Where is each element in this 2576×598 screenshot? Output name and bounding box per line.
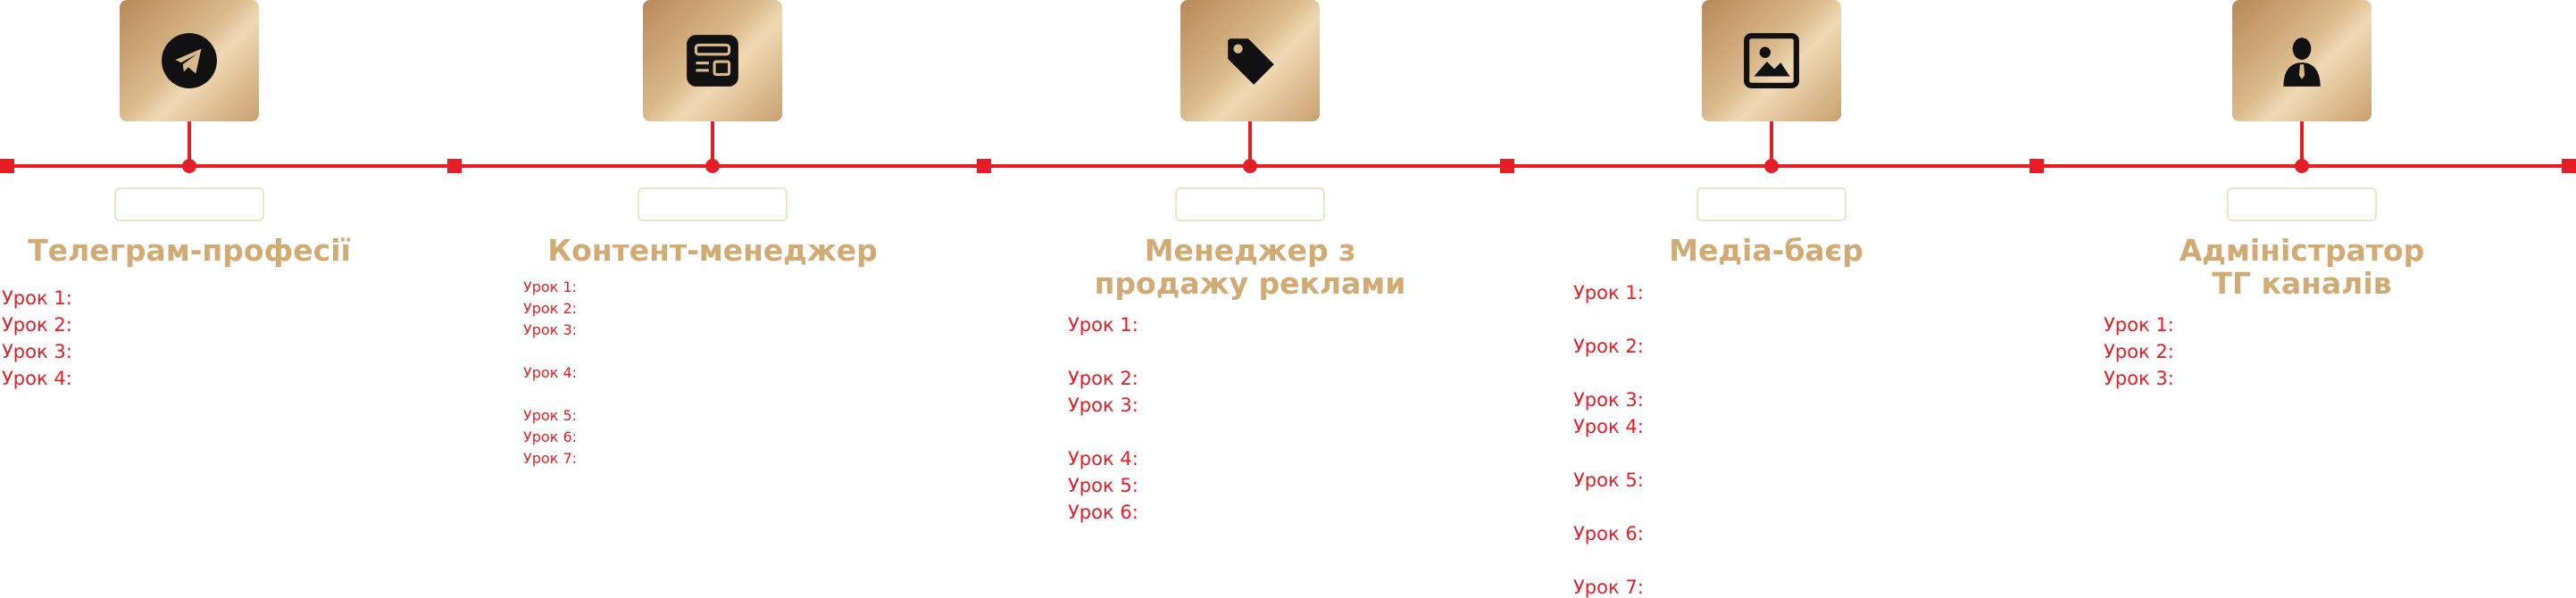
timeline-square-marker: [1500, 159, 1514, 173]
course-title-line: Телеграм-професії: [28, 233, 351, 268]
timeline-square-marker: [0, 159, 14, 173]
icon-tile: [643, 0, 782, 121]
timeline-stem: [2300, 121, 2304, 166]
lesson-item: Урок 2:: [523, 300, 578, 317]
lesson-item: Урок 5:: [523, 407, 578, 424]
label-pill: [2227, 187, 2377, 221]
lesson-item: Урок 6:: [523, 428, 578, 445]
timeline-stem: [1248, 121, 1252, 166]
content-layout-icon: [687, 35, 738, 87]
timeline-stem: [188, 121, 191, 166]
course-title-line: Менеджер з: [1144, 233, 1356, 268]
label-pill: [638, 187, 788, 221]
course-title: Медіа-баєр: [1552, 234, 1980, 267]
timeline-dot: [182, 159, 196, 173]
telegram-plane-icon: [162, 33, 217, 88]
timeline-dot: [1243, 159, 1257, 173]
lesson-item: Урок 7:: [1573, 577, 1644, 598]
course-title-line: Контент-менеджер: [547, 233, 878, 268]
course-title-line: продажу реклами: [1094, 266, 1406, 301]
icon-tile: [2232, 0, 2372, 121]
timeline-dot: [1764, 159, 1779, 173]
lesson-item: Урок 3:: [2104, 368, 2174, 389]
timeline-stem: [1770, 121, 1773, 166]
timeline-dot: [705, 159, 720, 173]
lesson-item: Урок 6:: [1573, 523, 1644, 544]
price-tag-icon: [1228, 38, 1274, 85]
image-icon: [1744, 33, 1799, 88]
administrator-person-icon: [2283, 37, 2321, 87]
lesson-item: Урок 1:: [2104, 314, 2174, 336]
label-pill: [1175, 187, 1325, 221]
lesson-item: Урок 3:: [2, 341, 72, 362]
lesson-item: Урок 2:: [1573, 336, 1644, 357]
lesson-item: Урок 3:: [1573, 389, 1644, 411]
lesson-item: Урок 1:: [2, 287, 72, 309]
timeline-square-marker: [447, 159, 462, 173]
lesson-item: Урок 2:: [2, 314, 72, 336]
label-pill: [1696, 187, 1847, 221]
icon-tile: [1702, 0, 1841, 121]
lesson-item: Урок 5:: [1068, 475, 1138, 496]
course-title-line: ТГ каналів: [2212, 266, 2392, 301]
course-title: Адміністратор ТГ каналів: [2088, 234, 2516, 300]
course-title-line: Медіа-баєр: [1669, 233, 1863, 268]
timeline-line: [0, 164, 2576, 168]
course-title-line: Адміністратор: [2179, 233, 2425, 268]
icon-tile: [1180, 0, 1320, 121]
lesson-item: Урок 4:: [1573, 416, 1644, 437]
course-title: Телеграм-професії: [0, 234, 404, 267]
lesson-item: Урок 3:: [523, 321, 578, 338]
lesson-item: Урок 4:: [1068, 448, 1138, 469]
label-pill: [114, 187, 264, 221]
course-title: Менеджер з продажу реклами: [1036, 234, 1464, 300]
lesson-item: Урок 4:: [2, 368, 72, 389]
lesson-item: Урок 3:: [1068, 395, 1138, 416]
course-title: Контент-менеджер: [498, 234, 927, 267]
timeline-square-marker: [2030, 159, 2044, 173]
timeline-stem: [711, 121, 714, 166]
lesson-item: Урок 2:: [1068, 368, 1138, 389]
lesson-item: Урок 4:: [523, 364, 578, 381]
icon-tile: [120, 0, 259, 121]
lesson-item: Урок 1:: [1573, 282, 1644, 303]
lesson-item: Урок 1:: [1068, 314, 1138, 336]
lesson-item: Урок 6:: [1068, 502, 1138, 523]
lesson-item: Урок 1:: [523, 278, 578, 295]
lesson-item: Урок 2:: [2104, 341, 2174, 362]
lesson-item: Урок 7:: [523, 450, 578, 467]
timeline-square-marker: [2562, 159, 2576, 173]
timeline-dot: [2295, 159, 2309, 173]
timeline-square-marker: [977, 159, 991, 173]
lesson-item: Урок 5:: [1573, 469, 1644, 491]
